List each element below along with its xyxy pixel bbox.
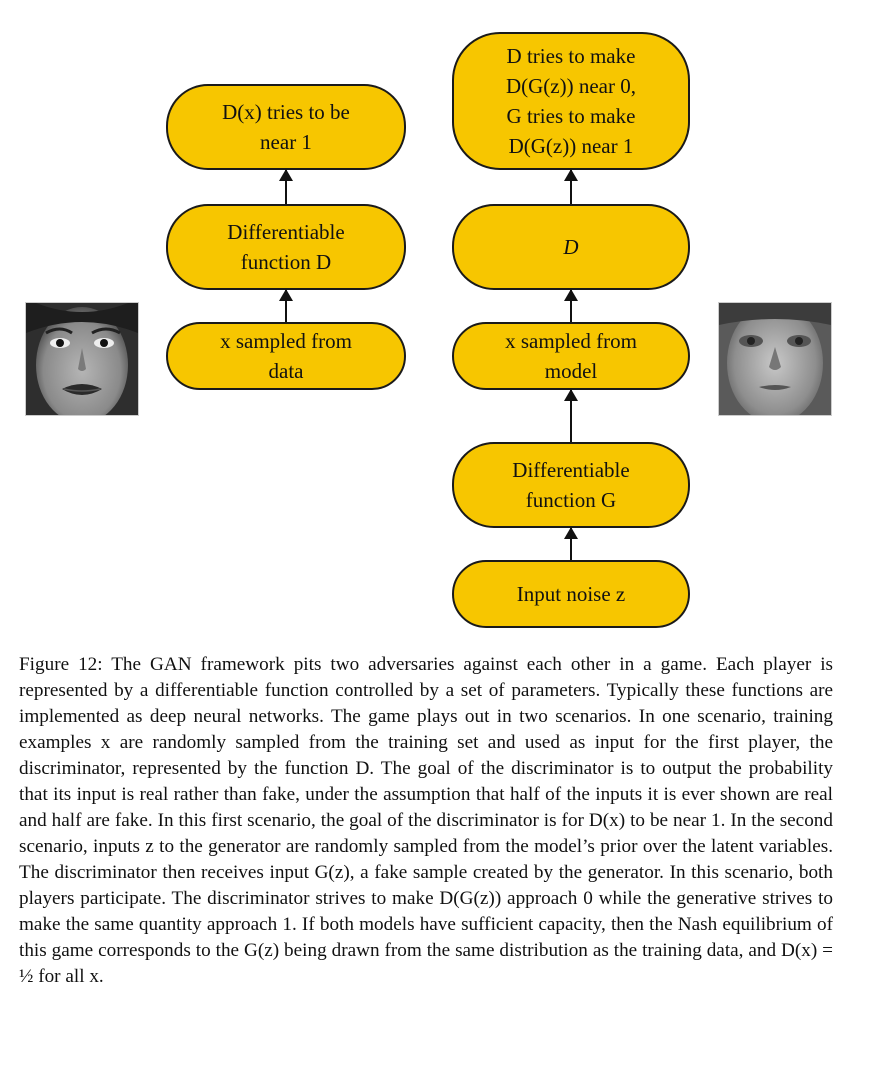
arrow-up xyxy=(564,289,578,322)
node-text-line: Differentiable xyxy=(227,220,345,244)
arrow-up xyxy=(564,389,578,442)
arrow-up xyxy=(564,169,578,204)
data-sample-node: x sampled from data xyxy=(166,322,406,390)
discriminator-function-node: Differentiable function D xyxy=(166,204,406,290)
node-text-line: D(G(z)) near 1 xyxy=(508,134,634,158)
node-text-line: D xyxy=(563,235,579,259)
discriminator-node: D xyxy=(452,204,690,290)
arrow-up xyxy=(564,527,578,560)
model-sample-node: x sampled from model xyxy=(452,322,690,390)
node-text-line: data xyxy=(268,359,304,383)
node-text-line: x sampled from xyxy=(505,329,637,353)
node-text-line: D(x) tries to be xyxy=(222,100,350,124)
node-text-line: function D xyxy=(240,250,332,274)
node-text-line: G tries to make xyxy=(506,104,636,128)
arrow-up xyxy=(279,169,293,204)
arrow-up xyxy=(279,289,293,322)
generated-face-image xyxy=(718,302,832,416)
node-text-line: D(G(z)) near 0, xyxy=(505,74,636,98)
discriminator-goal-node: D(x) tries to be near 1 xyxy=(166,84,406,170)
node-text-line: Input noise z xyxy=(516,582,626,606)
figure-caption: Figure 12: The GAN framework pits two ad… xyxy=(19,654,833,987)
input-noise-node: Input noise z xyxy=(452,560,690,628)
node-text-line: Differentiable xyxy=(512,458,630,482)
node-text-line: function G xyxy=(525,488,617,512)
node-text-line: D tries to make xyxy=(506,44,636,68)
node-text-line: x sampled from xyxy=(220,329,352,353)
node-text-line: near 1 xyxy=(260,130,312,154)
real-face-image xyxy=(25,302,139,416)
adversarial-goal-node: D tries to make D(G(z)) near 0, G tries … xyxy=(452,32,690,170)
generator-function-node: Differentiable function G xyxy=(452,442,690,528)
node-text-line: model xyxy=(544,359,598,383)
